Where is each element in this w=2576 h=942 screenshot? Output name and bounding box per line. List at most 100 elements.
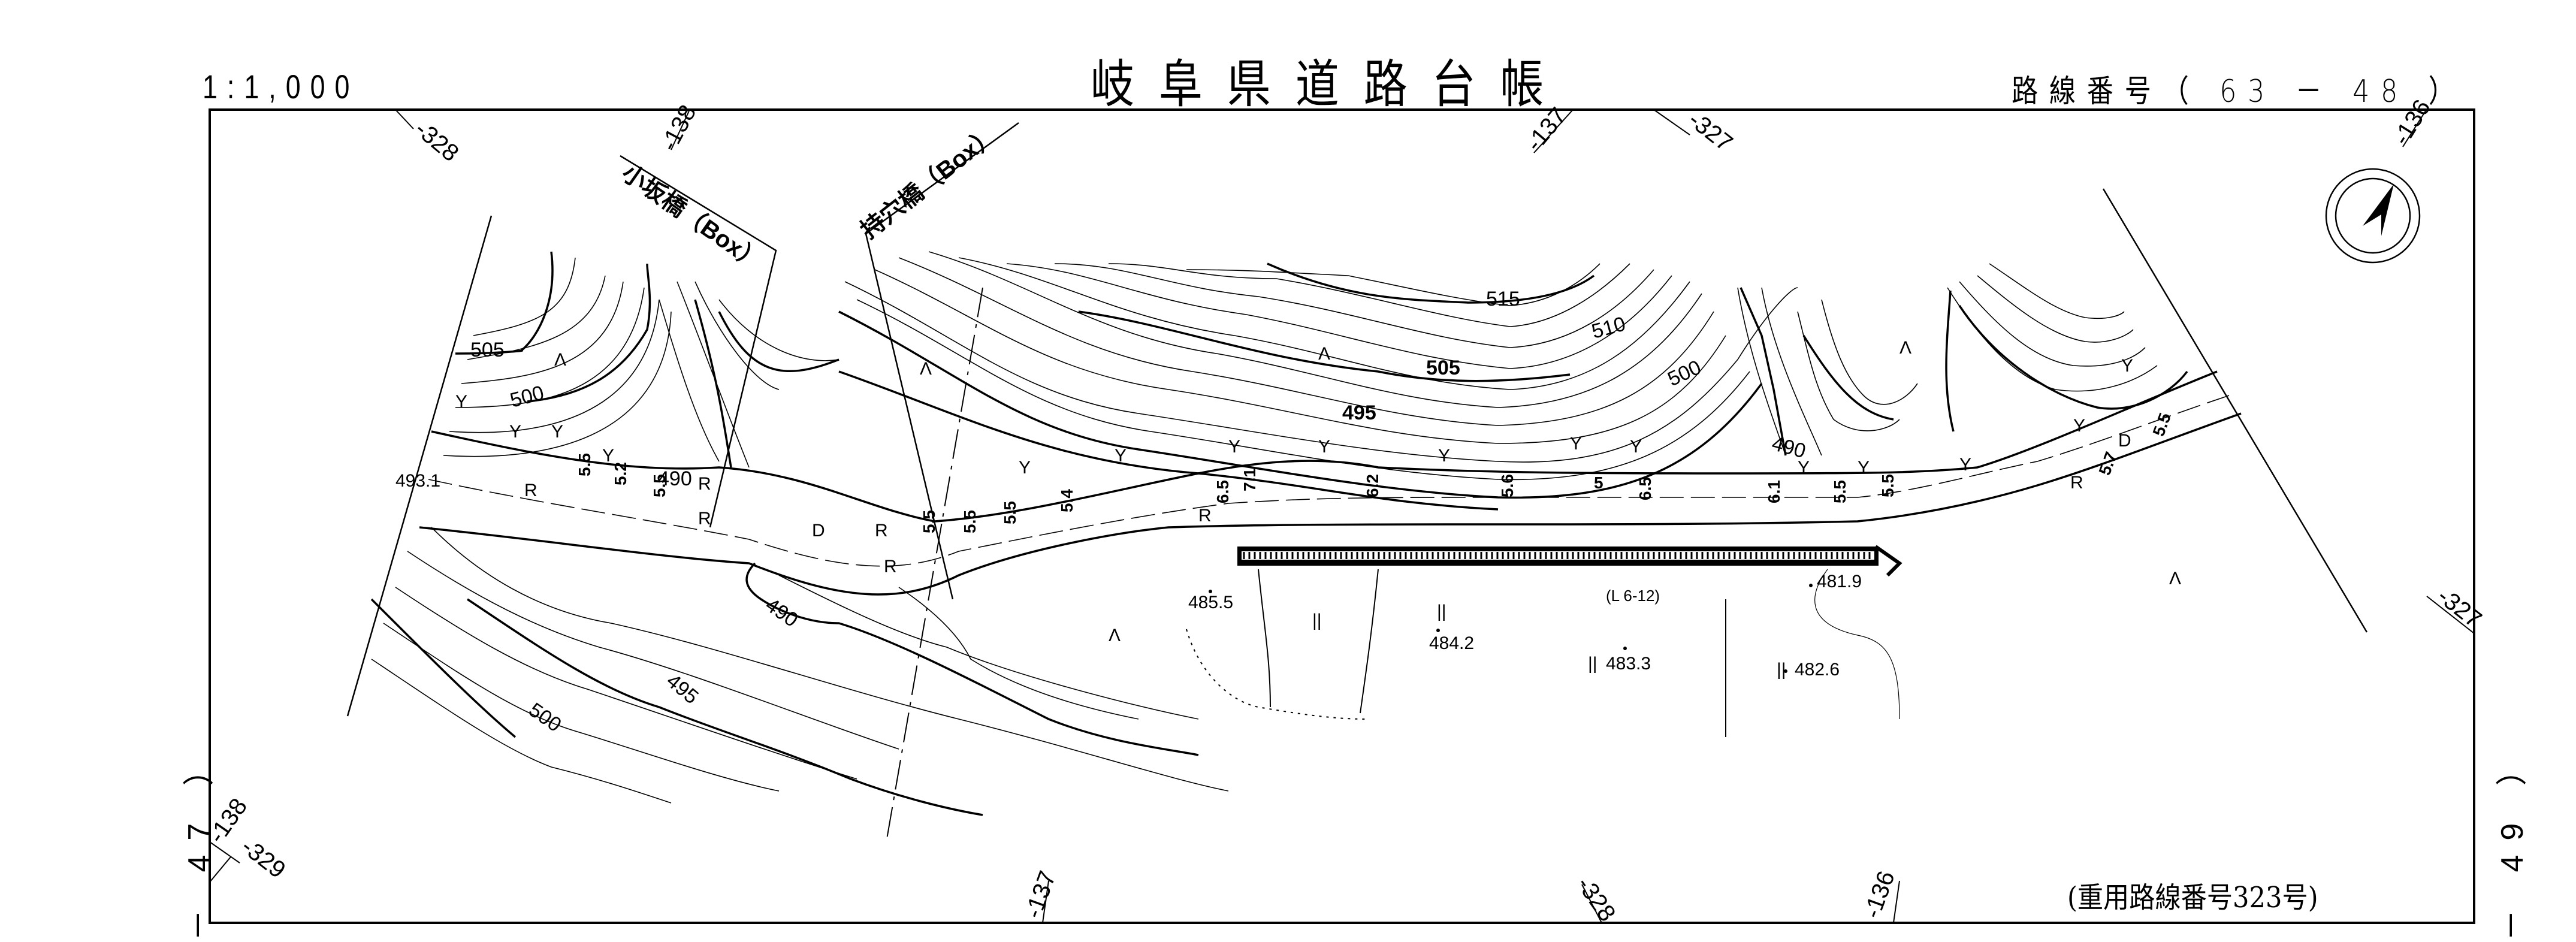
d-marker: D bbox=[812, 521, 825, 541]
shrub-symbol: Y bbox=[1019, 458, 1031, 478]
retaining-wall bbox=[1237, 545, 1902, 577]
spot-elevation: 483.3 bbox=[1606, 654, 1651, 674]
road-width: 5.5 bbox=[961, 510, 979, 533]
road-width: 5.5 bbox=[575, 453, 594, 476]
bridge-label-mochiana: 持穴橋（Box） bbox=[856, 122, 1002, 244]
shrub-symbol: Y bbox=[1438, 446, 1450, 466]
contour-label: 505 bbox=[1426, 357, 1460, 379]
road-marker: R bbox=[698, 509, 711, 529]
contour-label: 500 bbox=[1664, 356, 1704, 391]
shrub-symbol: Y bbox=[1858, 458, 1870, 478]
road-width: 5.5 bbox=[1831, 480, 1849, 503]
field-boundaries bbox=[1186, 569, 1900, 737]
road-marker: R bbox=[524, 481, 537, 500]
tick-label-top: -328 bbox=[410, 116, 464, 167]
field-symbol: || bbox=[1312, 611, 1322, 630]
contours-left-upper bbox=[443, 257, 839, 468]
shrub-symbol: Y bbox=[1228, 437, 1240, 457]
road-width: 5.5 bbox=[1879, 474, 1897, 497]
spot-elevation: 481.9 bbox=[1817, 572, 1862, 591]
boundary-left bbox=[346, 215, 493, 717]
tick-label-bottom: -136 bbox=[1859, 868, 1900, 922]
contour-label: 500 bbox=[524, 698, 565, 736]
road-width: 5.6 bbox=[1498, 474, 1517, 497]
boundary-right bbox=[2102, 188, 2368, 633]
contour-label: 495 bbox=[662, 669, 703, 709]
road-marker: R bbox=[698, 474, 711, 494]
road-width: 6.1 bbox=[1765, 480, 1783, 503]
shrub-symbol: Y bbox=[2073, 416, 2085, 436]
road-marker: R bbox=[2070, 473, 2083, 493]
north-arrow-icon bbox=[2325, 168, 2421, 264]
tick-label-left: -329 bbox=[236, 833, 290, 883]
road-width: 7.1 bbox=[1240, 468, 1259, 491]
field-symbol: || bbox=[1777, 660, 1786, 680]
road-width: 5.4 bbox=[1058, 489, 1076, 512]
spot-elevation: 485.5 bbox=[1188, 593, 1233, 612]
road-width-labels: 5.5 5.2 5.5 5.5 5.5 5.5 5.4 6.5 7.1 6.2 … bbox=[575, 410, 2175, 533]
shrub-symbol: Y bbox=[1959, 455, 1971, 475]
contours-right-upper bbox=[1737, 263, 2158, 456]
route-number: 路線番号（ 63 － 48 ） bbox=[2012, 74, 2466, 110]
contours-index-lower bbox=[370, 562, 1199, 816]
map-symbols: Y Y Y Y Y Y Y Y Y Y Y Y Y Y Y Y R R R R … bbox=[455, 338, 2181, 680]
road-width: 5.5 bbox=[650, 474, 669, 497]
spot-elevation: 482.6 bbox=[1795, 660, 1840, 680]
shrub-symbol: Y bbox=[551, 422, 563, 442]
field-symbol: || bbox=[1588, 654, 1597, 674]
road-width: 5.5 bbox=[2149, 410, 2175, 439]
contour-label: 505 bbox=[470, 339, 505, 361]
shrub-symbol: Y bbox=[455, 392, 467, 412]
shrub-symbol: Y bbox=[1630, 437, 1642, 457]
road-centerline bbox=[428, 395, 2230, 567]
tick-label-bottom: -137 bbox=[1020, 868, 1061, 922]
road-width: 6.5 bbox=[1213, 480, 1232, 503]
road-width: 5 bbox=[1594, 473, 1603, 492]
river-centerline bbox=[886, 287, 983, 840]
tick-label-top: -327 bbox=[1683, 106, 1737, 156]
wasteland-symbol: Λ bbox=[1899, 338, 1911, 358]
wasteland-symbol: Λ bbox=[554, 350, 566, 370]
road-edge-north bbox=[431, 370, 2218, 523]
road-width: 5.7 bbox=[2095, 449, 2121, 478]
road-width: 6.2 bbox=[1363, 474, 1382, 497]
shrub-symbol: Y bbox=[1798, 458, 1810, 478]
wasteland-symbol: Λ bbox=[1318, 344, 1330, 364]
wasteland-symbol: Λ bbox=[920, 359, 932, 379]
contours-index-left bbox=[455, 251, 839, 468]
contour-label: 510 bbox=[1589, 312, 1628, 343]
contours-lower bbox=[371, 527, 1229, 804]
shrub-symbol: Y bbox=[1570, 434, 1582, 454]
contours-index-upper bbox=[838, 262, 1763, 511]
road-width: 5.2 bbox=[611, 462, 630, 485]
spot-elevation: 484.2 bbox=[1429, 633, 1474, 653]
feature-code: (L 6-12) bbox=[1606, 587, 1660, 605]
road-width: 5.5 bbox=[1001, 501, 1019, 524]
road-marker: R bbox=[875, 521, 888, 541]
contour-label: 490 bbox=[658, 467, 692, 490]
bridge-box-mochiana bbox=[865, 122, 1019, 600]
contour-label: 515 bbox=[1486, 288, 1520, 310]
road-width: 5.5 bbox=[920, 510, 938, 533]
tick-label-bottom: -328 bbox=[1572, 872, 1621, 926]
overlap-route-note: (重用路線番号323号) bbox=[2067, 881, 2318, 914]
wasteland-symbol: Λ bbox=[2169, 569, 2181, 588]
map-frame bbox=[209, 108, 2475, 924]
bridge-box-kosaka bbox=[620, 155, 777, 528]
grid-tick-labels: -328 -138 -137 -327 -136 -137 -328 -136 … bbox=[203, 95, 2486, 926]
contours-upper bbox=[844, 251, 1798, 481]
map-scale: 1:1,000 bbox=[203, 68, 360, 105]
shrub-symbol: Y bbox=[2121, 356, 2133, 376]
field-symbol: || bbox=[1437, 602, 1446, 621]
contour-label: 500 bbox=[508, 381, 546, 412]
shrub-symbol: Y bbox=[1115, 446, 1127, 466]
road-marker: R bbox=[884, 557, 897, 576]
contours-index-right bbox=[1740, 287, 2188, 456]
spot-elevations: 493.1 485.5 484.2 483.3 482.6 481.9 (L 6… bbox=[395, 471, 1862, 680]
tick-label-top: -136 bbox=[2388, 95, 2436, 150]
road-marker: R bbox=[1198, 506, 1212, 526]
contour-label: 490 bbox=[761, 593, 802, 632]
survey-boundary bbox=[346, 122, 2368, 717]
spot-elevation: 493.1 bbox=[395, 471, 440, 491]
